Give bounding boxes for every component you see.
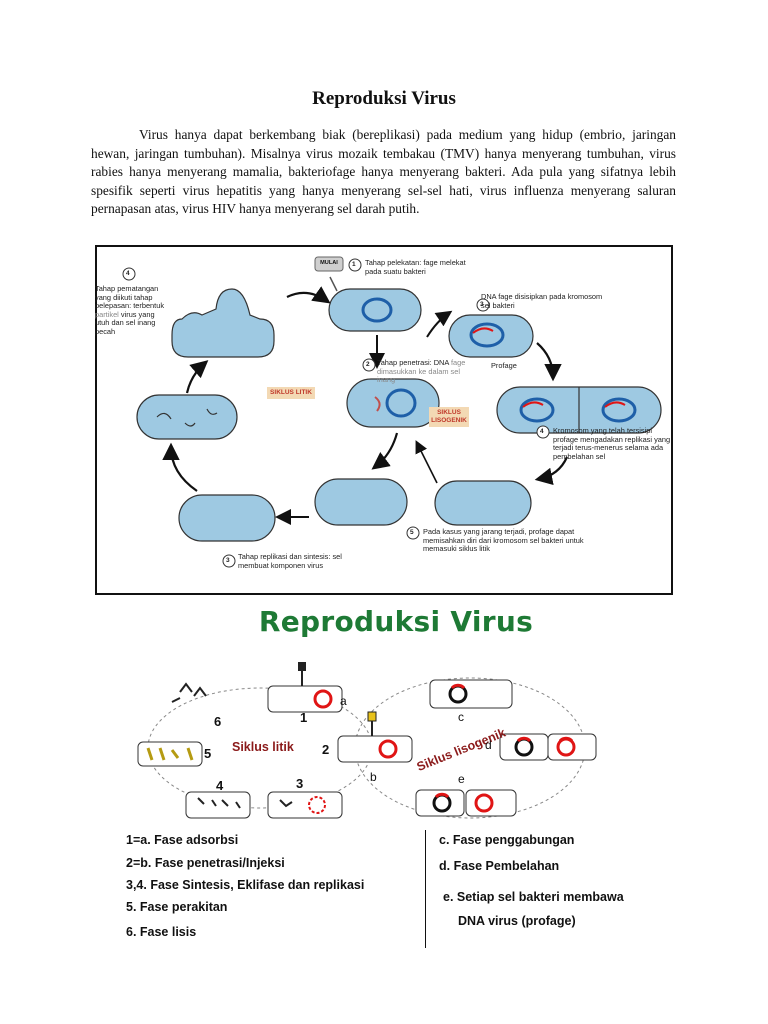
cycle-arrow <box>286 286 331 304</box>
cycle-illustration <box>122 256 662 568</box>
cell-e1 <box>415 789 465 817</box>
start-badge: MULAI <box>320 260 338 266</box>
lysogenic-step-4-number: 4 <box>540 428 544 435</box>
page-title: Reproduksi Virus <box>312 88 456 109</box>
legend-item: c. Fase penggabungan <box>439 833 575 847</box>
cycle-arrow <box>185 360 209 394</box>
bacterium-cell-bottom-left <box>178 494 276 542</box>
cell-c <box>429 679 513 709</box>
cell-3 <box>267 791 343 819</box>
stage-letter-e: e <box>458 772 465 786</box>
lytic-lysogenic-diagram: MULAI SIKLUS LITIK SIKLUS LISOGENIK 4 Ta… <box>95 245 673 595</box>
cell-5 <box>137 741 203 767</box>
lysogenic-step-3-text: DNA fage disisipkan pada kromosom sel ba… <box>481 292 603 310</box>
cell-d2 <box>547 733 597 761</box>
legend-divider <box>425 830 426 948</box>
stage-number-6: 6 <box>214 714 222 729</box>
step-2-text: Tahap penetrasi: DNA fage dimasukkan ke … <box>377 358 466 385</box>
cycle-arrow <box>415 440 438 484</box>
legend-item: 3,4. Fase Sintesis, Eklifase dan replika… <box>126 878 365 892</box>
legend-item: DNA virus (profage) <box>458 914 576 928</box>
stage-number-3: 3 <box>296 776 304 791</box>
stage-letter-d: d <box>485 738 492 752</box>
bacterium-cell-1 <box>328 288 422 332</box>
lytic-cycle-label: Siklus litik <box>232 740 294 754</box>
cycle-arrow <box>162 442 198 492</box>
lytic-cycle-tag: SIKLUS LITIK <box>270 389 312 396</box>
legend-item: d. Fase Pembelahan <box>439 859 560 873</box>
phage-icon <box>298 662 306 671</box>
lysogenic-cycle-tag-b: LISOGENIK <box>431 417 467 424</box>
legend-item: 5. Fase perakitan <box>126 900 228 914</box>
bacterium-cell-2 <box>346 378 440 428</box>
lysogenic-step-3-number: 3 <box>480 301 484 308</box>
bacterium-cell-bottom-right <box>434 480 532 526</box>
step-1-text: Tahap pelekatan: fage melekat pada suatu… <box>365 258 466 276</box>
stage-letter-a: a <box>340 694 347 708</box>
figure2-title: Reproduksi Virus <box>258 605 534 638</box>
step-3-number: 3 <box>226 557 230 564</box>
profage-label: Profage <box>491 361 517 370</box>
phage-group-icon <box>171 682 207 703</box>
cycle-arrow <box>371 432 399 470</box>
phage-icon <box>367 711 377 722</box>
stage-number-1: 1 <box>300 710 308 725</box>
stage-letter-b: b <box>370 770 377 784</box>
stage-letter-c: c <box>458 710 464 724</box>
step-2-number: 2 <box>366 361 370 368</box>
cycle-arrow <box>534 456 569 486</box>
lysogenic-step-5-text: Pada kasus yang jarang terjadi, profage … <box>423 527 584 554</box>
cell-2 <box>337 735 413 763</box>
legend-item: 2=b. Fase penetrasi/Injeksi <box>126 856 285 870</box>
step-1-number: 1 <box>352 261 356 268</box>
bacterium-cell-left <box>136 394 238 440</box>
legend-item: e. Setiap sel bakteri membawa <box>443 890 624 904</box>
cycle-figure-illustration <box>137 662 597 819</box>
step-4-number: 4 <box>126 270 130 277</box>
legend-item: 6. Fase lisis <box>126 925 197 939</box>
lysogenic-step-4-text: Kromosom yang telah tersisipi profage me… <box>553 426 671 461</box>
bacterium-cell-bottom-mid <box>314 478 408 526</box>
cell-4 <box>185 791 251 819</box>
legend-item: 1=a. Fase adsorbsi <box>126 833 239 847</box>
reproduction-cycle-figure: Siklus litik Siklus lisogenik 1 2 3 4 5 … <box>120 650 620 825</box>
stage-number-5: 5 <box>204 746 212 761</box>
cycle-arrow <box>426 310 453 338</box>
stage-number-4: 4 <box>216 778 224 793</box>
stage-number-2: 2 <box>322 742 330 757</box>
intro-paragraph: Virus hanya dapat berkembang biak (berep… <box>91 127 676 216</box>
bursting-cell <box>171 288 275 358</box>
step-3-text: Tahap replikasi dan sintesis: sel membua… <box>238 552 342 570</box>
step-4-text: Tahap pematangan yang diikuti tahap pele… <box>95 284 165 336</box>
lysogenic-step-5-number: 5 <box>410 529 414 536</box>
lysogenic-cycle-tag-a: SIKLUS <box>437 409 461 416</box>
cycle-arrow <box>536 342 562 382</box>
bacterium-cell-lysogenic-1 <box>448 314 534 358</box>
